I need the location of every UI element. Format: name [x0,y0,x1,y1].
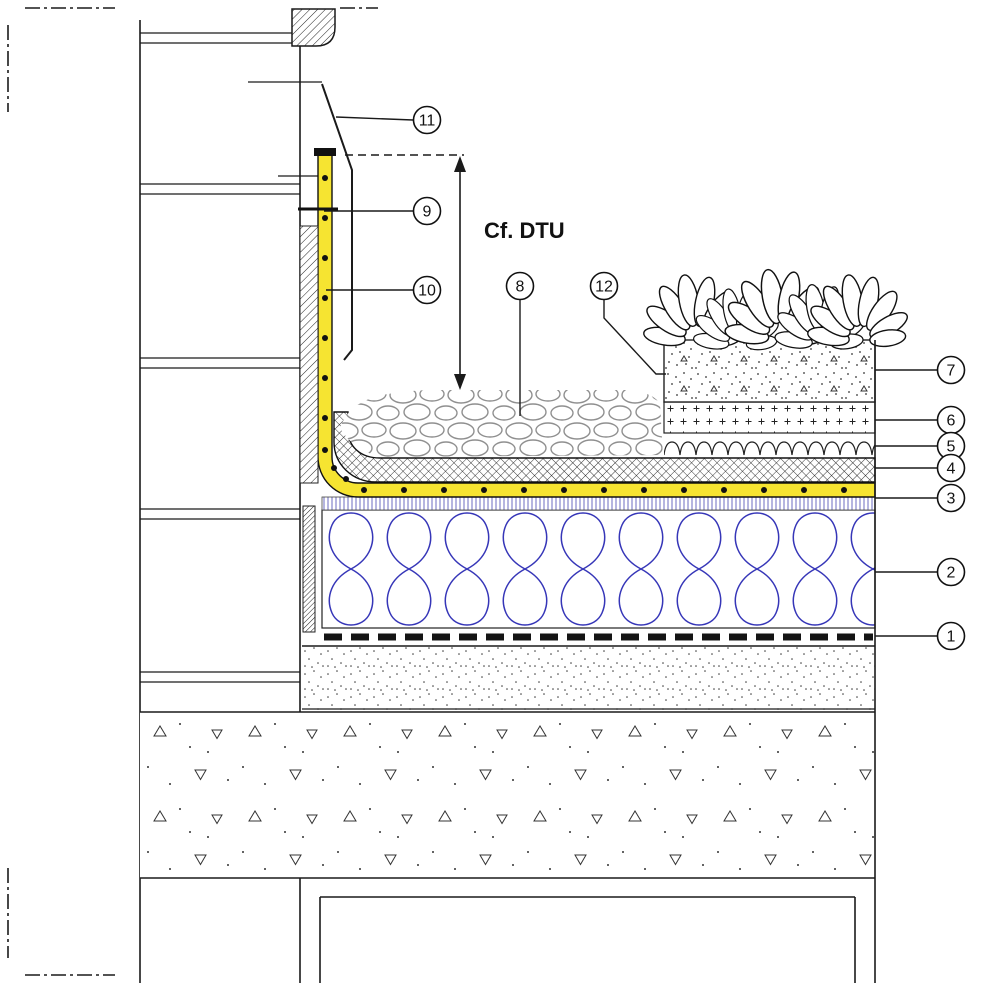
flashing-profile [321,83,353,361]
svg-text:12: 12 [595,279,613,296]
wall-coping [248,8,336,177]
upstand-height-dimension [345,154,466,390]
membrane-fixing-dots [322,175,847,493]
callout-8: 8 [505,271,535,416]
svg-text:3: 3 [947,491,956,508]
svg-text:6: 6 [947,413,956,430]
filter-layer [663,401,876,434]
svg-text:4: 4 [947,461,956,478]
callout-7: 7 [875,355,966,385]
cf-dtu-label: Cf. DTU [484,218,565,243]
svg-text:1: 1 [947,629,956,646]
interior-finish-lines [319,896,856,983]
callout-11: 11 [335,105,442,135]
axis-marks [7,7,378,976]
callout-1: 1 [875,621,966,651]
svg-text:5: 5 [947,439,956,456]
concrete-slab [140,711,875,879]
svg-text:9: 9 [423,204,432,221]
wall-protection-board [299,225,319,484]
svg-text:8: 8 [516,279,525,296]
separation-ply [321,496,876,511]
svg-text:11: 11 [419,113,436,130]
vegetation [641,267,912,353]
callout-4: 4 [875,453,966,483]
perimeter-blocking [302,505,316,633]
svg-text:10: 10 [418,283,436,300]
callout-2: 2 [875,557,966,587]
callout-3: 3 [875,483,966,513]
callout-12: 12 [589,271,666,375]
callout-6: 6 [875,405,966,435]
drainage-layer [664,436,875,456]
callout-10: 10 [326,275,442,305]
insulation-layer [321,509,876,629]
screed-layer [302,645,875,710]
svg-text:7: 7 [947,363,956,380]
callout-9: 9 [324,196,442,226]
gravel-strip [340,390,663,457]
svg-text:2: 2 [947,565,956,582]
